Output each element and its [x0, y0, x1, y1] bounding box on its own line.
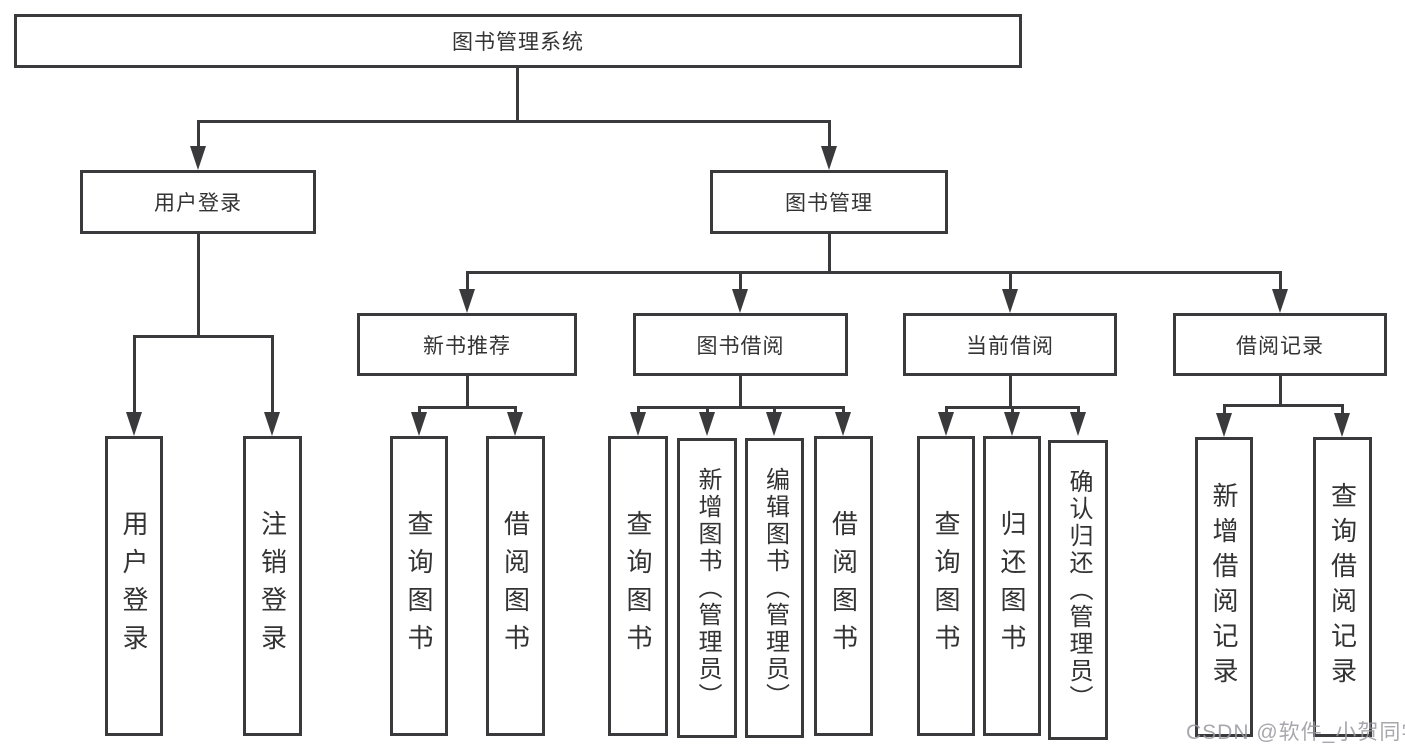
leaf-query-borrow-record: 查询借阅记录: [1313, 437, 1372, 737]
leaf-label: 用户登录: [119, 510, 149, 662]
leaf-query-books-recommend: 查询图书: [390, 436, 448, 736]
leaf-label: 新增借阅记录: [1209, 482, 1239, 692]
connector-line: [828, 120, 831, 150]
node-label: 用户登录: [154, 192, 242, 215]
connector-line: [1009, 376, 1012, 408]
connector-line: [1011, 406, 1014, 416]
connector-line: [1009, 271, 1012, 293]
connector-line: [1341, 404, 1344, 416]
leaf-edit-book-admin: 编辑图书（管理员）: [745, 438, 804, 738]
connector-line: [637, 406, 640, 416]
connector-line: [466, 376, 469, 408]
arrow-down-icon: [459, 289, 475, 313]
leaf-label: 注销登录: [257, 510, 288, 662]
connector-line: [197, 120, 830, 123]
leaf-label: 确认归还（管理员）: [1065, 468, 1092, 712]
arrow-down-icon: [411, 412, 427, 436]
arrow-down-icon: [766, 412, 782, 436]
arrow-down-icon: [507, 412, 523, 436]
node-current-borrow: 当前借阅: [903, 313, 1117, 376]
leaf-label: 查询图书: [623, 510, 653, 662]
leaf-return-books: 归还图书: [983, 436, 1041, 736]
connector-line: [197, 234, 200, 337]
connector-line: [1279, 271, 1282, 293]
connector-line: [1223, 404, 1226, 416]
connector-line: [828, 234, 831, 273]
leaf-label: 查询图书: [404, 510, 434, 662]
leaf-borrow-books: 借阅图书: [814, 436, 873, 736]
node-label: 图书管理: [785, 192, 873, 215]
leaf-query-books-borrow: 查询图书: [608, 436, 668, 736]
connector-line: [1223, 404, 1344, 407]
leaf-label: 借阅图书: [500, 510, 531, 662]
arrow-down-icon: [630, 412, 646, 436]
node-user-login: 用户登录: [80, 170, 316, 234]
node-label: 图书借阅: [696, 334, 785, 358]
leaf-add-book-admin: 新增图书（管理员）: [677, 438, 737, 738]
node-root: 图书管理系统: [14, 14, 1022, 68]
connector-line: [466, 271, 1282, 274]
connector-line: [1077, 406, 1080, 416]
connector-line: [514, 406, 517, 416]
arrow-down-icon: [1002, 289, 1018, 313]
connector-line: [133, 335, 274, 338]
node-root-label: 图书管理系统: [452, 31, 584, 54]
node-borrow-records: 借阅记录: [1173, 313, 1387, 376]
arrow-down-icon: [1216, 413, 1232, 437]
arrow-down-icon: [126, 412, 142, 436]
leaf-query-books-current: 查询图书: [917, 436, 975, 736]
node-label: 借阅记录: [1236, 334, 1324, 358]
arrow-down-icon: [835, 412, 851, 436]
node-book-management: 图书管理: [710, 170, 948, 234]
node-label: 当前借阅: [966, 334, 1054, 358]
leaf-borrow-books-recommend: 借阅图书: [486, 436, 545, 736]
node-book-borrow: 图书借阅: [633, 313, 848, 376]
leaf-label: 新增图书（管理员）: [694, 466, 721, 710]
arrow-down-icon: [938, 412, 954, 436]
connector-line: [637, 406, 845, 409]
arrow-down-icon: [732, 289, 748, 313]
leaf-confirm-return-admin: 确认归还（管理员）: [1048, 440, 1108, 740]
leaf-label: 编辑图书（管理员）: [761, 466, 789, 710]
connector-line: [466, 271, 469, 293]
connector-line: [418, 406, 421, 416]
arrow-down-icon: [1004, 412, 1020, 436]
connector-line: [133, 335, 136, 416]
connector-line: [197, 120, 200, 150]
connector-line: [739, 376, 742, 408]
arrow-down-icon: [190, 146, 206, 170]
leaf-label: 借阅图书: [828, 510, 859, 662]
arrow-down-icon: [264, 412, 280, 436]
arrow-down-icon: [1272, 289, 1288, 313]
arrow-down-icon: [1334, 413, 1350, 437]
node-label: 新书推荐: [423, 334, 511, 358]
leaf-label: 查询图书: [931, 510, 961, 662]
connector-line: [773, 406, 776, 416]
connector-line: [418, 406, 517, 409]
csdn-watermark: CSDN @软件_小贺同学: [1186, 721, 1405, 744]
leaf-logout: 注销登录: [243, 436, 302, 736]
connector-line: [842, 406, 845, 416]
connector-line: [271, 335, 274, 416]
connector-line: [1279, 376, 1282, 406]
node-new-book-recommend: 新书推荐: [357, 313, 577, 376]
arrow-down-icon: [821, 146, 837, 170]
leaf-label: 查询借阅记录: [1327, 482, 1358, 692]
connector-line: [945, 406, 948, 416]
leaf-user-login: 用户登录: [105, 436, 163, 736]
arrow-down-icon: [699, 412, 715, 436]
connector-line: [739, 271, 742, 293]
connector-line: [706, 406, 709, 416]
connector-line: [516, 68, 519, 120]
leaf-label: 归还图书: [997, 510, 1027, 662]
leaf-add-borrow-record: 新增借阅记录: [1195, 437, 1253, 737]
arrow-down-icon: [1070, 412, 1086, 436]
